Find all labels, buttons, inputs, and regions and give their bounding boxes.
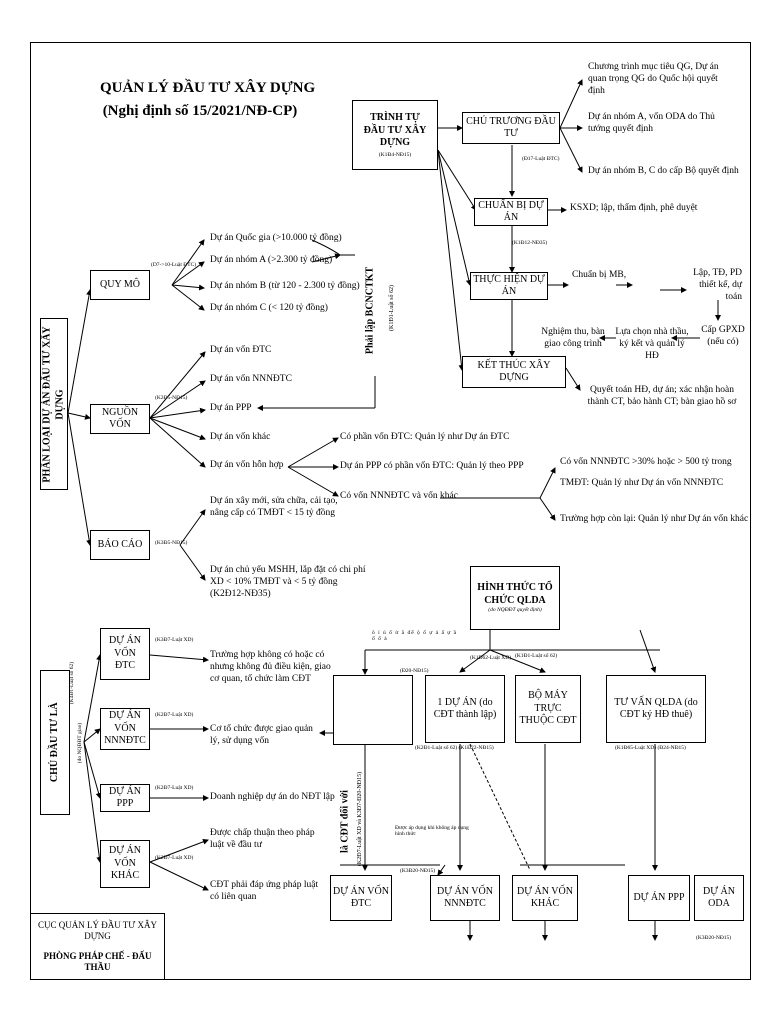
chu-truong-box: CHỦ TRƯƠNG ĐẦU TƯ — [462, 112, 560, 144]
cdt-row-ref: (K2Đ7-Luật XD) — [155, 712, 194, 718]
footer-box: CỤC QUẢN LÝ ĐẦU TƯ XÂY DỰNG PHÒNG PHÁP C… — [30, 913, 165, 980]
bao-cao-item2: Dự án chủ yếu MSHH, lắp đặt có chi phí X… — [210, 565, 366, 599]
hinh-thuc-ref3: (Đ20-NĐ15) — [400, 668, 429, 674]
cdt-row-text2: CĐT phải đáp ứng pháp luật có liên quan — [210, 880, 319, 902]
chu-dau-tu-label: CHỦ ĐẦU TƯ LÀ — [48, 702, 60, 783]
bcnctkt-label: Phải lập BCNCTKT — [364, 266, 376, 355]
trinh-tu-box: TRÌNH TỰ ĐẦU TƯ XÂY DỰNG (K1Đ4-NĐ15) — [352, 100, 438, 170]
chu-truong-item: Chương trình mục tiêu QG, Dự án quan trọ… — [588, 62, 719, 96]
hinh-thuc-ref2: (K1Đ1-Luật số 62) — [515, 653, 558, 659]
trinh-tu-ref: (K1Đ4-NĐ15) — [378, 151, 412, 158]
footer-line2: PHÒNG PHÁP CHẾ - ĐẤU THẦU — [43, 950, 152, 972]
hinh-thuc-box: HÌNH THỨC TỔ CHỨC QLDA (do NQĐĐT quyết đ… — [470, 566, 560, 630]
nguon-von-item: Dự án vốn hỗn hợp — [210, 460, 284, 470]
cdt-row-box: DỰ ÁN VỐN ĐTC — [100, 628, 150, 680]
diagram-frame — [30, 42, 751, 980]
quy-mo-box: QUY MÔ — [90, 270, 150, 300]
quy-mo-item: Dự án nhóm A (>2.300 tỷ đồng) — [210, 255, 333, 265]
cdt-row-box: DỰ ÁN VỐN NNNĐTC — [100, 708, 150, 750]
trinh-tu-label: TRÌNH TỰ ĐẦU TƯ XÂY DỰNG — [363, 112, 427, 149]
bao-cao-item1: Dự án xây mới, sửa chữa, cải tạo, nâng c… — [210, 496, 338, 518]
bao-cao-box: BÁO CÁO — [90, 530, 150, 560]
chuan-bi-note: KSXD; lập, thẩm định, phê duyệt — [570, 203, 698, 213]
title-line2: (Nghị định số 15/2021/NĐ-CP) — [102, 103, 298, 119]
chu-dau-tu-box: CHỦ ĐẦU TƯ LÀ — [40, 670, 70, 815]
cdt-doi-voi-label: là CĐT đối với — [339, 790, 351, 853]
quy-mo-item: Dự án nhóm B (từ 120 - 2.300 tỷ đồng) — [210, 281, 360, 291]
nguon-von-item: Dự án vốn khác — [210, 432, 271, 442]
cdt-row-text: Trường hợp không có hoặc có nhưng không … — [210, 650, 331, 684]
cap-gpxd: Cấp GPXD (nếu có) — [701, 325, 745, 347]
chu-truong-item: Dự án nhóm B, C do cấp Bộ quyết định — [588, 166, 739, 176]
ket-thuc-note: Quyết toán HĐ, dự án; xác nhận hoàn thàn… — [587, 385, 737, 407]
nghiem-thu: Nghiệm thu, bàn giao công trình — [541, 327, 605, 349]
quy-mo-item: Dự án nhóm C (< 120 tỷ đồng) — [210, 303, 328, 313]
nguon-von-item: Dự án vốn NNNĐTC — [210, 374, 292, 384]
bottom-box: DỰ ÁN VỐN NNNĐTC — [430, 875, 500, 921]
cdt-row-text: Doanh nghiệp dự án do NĐT lập — [210, 792, 335, 802]
classification-box: PHÂN LOẠI DỰ ÁN ĐẦU TƯ XÂY DỰNG — [40, 318, 68, 490]
ref-k3d20-b: (K3Đ20-NĐ15) — [696, 935, 732, 941]
chuan-bi-mb: Chuẩn bị MB, — [572, 270, 627, 280]
thuc-hien-box: THỰC HIỆN DỰ ÁN — [470, 272, 548, 300]
bcnctkt-ref: (K1Đ1-Luật số 62) — [389, 285, 395, 331]
ref-k3d20-a: (K3Đ20-NĐ15) — [400, 868, 436, 874]
footer-line1: CỤC QUẢN LÝ ĐẦU TƯ XÂY DỰNG — [37, 920, 158, 942]
cdt-row-text: Cơ tổ chức được giao quản lý, sử dụng vố… — [210, 724, 313, 746]
bottom-box: DỰ ÁN PPP — [628, 875, 690, 921]
cdt-row-ref: (K3Đ7-Luật XD) — [155, 637, 194, 643]
cdt-row-text1: Được chấp thuận theo pháp luật về đầu tư — [210, 828, 315, 850]
nnndtc-line1: Có vốn NNNĐTC >30% hoặc > 500 tỷ trong — [560, 457, 732, 467]
bottom-box: DỰ ÁN ODA — [694, 875, 744, 921]
cdt-row-ref: (K2Đ7-Luật XD) — [155, 785, 194, 791]
hinh-thuc-label: HÌNH THỨC TỔ CHỨC QLDA — [477, 582, 553, 606]
title-line1: QUẢN LÝ ĐẦU TƯ XÂY DỰNG — [100, 80, 316, 96]
bottom-box: DỰ ÁN VỐN ĐTC — [330, 875, 392, 921]
nguon-von-item: Dự án PPP — [210, 403, 252, 413]
qlda-box-2: BỘ MÁY TRỰC THUỘC CĐT — [515, 675, 581, 743]
hon-hop-item: Có vốn NNNĐTC và vốn khác — [340, 491, 458, 501]
cdt-doi-voi-box — [333, 675, 413, 745]
chu-truong-item: Dự án nhóm A, vốn ODA do Thủ tướng quyết… — [588, 112, 715, 134]
nnndtc-line3: Trường hợp còn lại: Quản lý như Dự án vố… — [560, 514, 749, 524]
chu-truong-ref: (Đ17-Luật ĐTC) — [522, 156, 560, 162]
chuan-bi-ref: (K1Đ12-NĐ35) — [512, 240, 548, 246]
quy-mo-item: Dự án Quốc gia (>10.000 tỷ đồng) — [210, 233, 342, 243]
nnndtc-line2: TMĐT: Quản lý như Dự án vốn NNNĐTC — [560, 478, 724, 488]
qlda-ref-3: (K1Đ65-Luật XD) (Đ24-NĐ15) — [615, 745, 686, 751]
chuan-bi-box: CHUẨN BỊ DỰ ÁN — [474, 198, 548, 226]
ket-thuc-box: KẾT THÚC XÂY DỰNG — [462, 356, 566, 388]
hon-hop-item: Dự án PPP có phần vốn ĐTC: Quản lý theo … — [340, 461, 524, 471]
cdt-row-ref: (K2Đ7-Luật XD) — [155, 855, 194, 861]
bottom-box: DỰ ÁN VỐN KHÁC — [512, 875, 578, 921]
bao-cao-ref: (K3Đ5-NĐ15) — [155, 540, 188, 546]
hinh-thuc-noise: ô í ú ố ử ắ để ộ ố ự ả ấ ự ầ ố ố ả — [372, 630, 458, 643]
hon-hop-item: Có phần vốn ĐTC: Quản lý như Dự án ĐTC — [340, 432, 510, 442]
cdt-row-box: DỰ ÁN PPP — [100, 784, 150, 812]
chu-dau-tu-ref: (K4Đ1-Luật số 62) — [69, 661, 75, 705]
chu-dau-tu-sub: (do NQĐĐT giao) — [77, 722, 83, 764]
cdt-row-box: DỰ ÁN VỐN KHÁC — [100, 840, 150, 888]
hinh-thuc-sub: (do NQĐĐT quyết định) — [488, 607, 542, 614]
qlda-box-1: 1 DỰ ÁN (do CĐT thành lập) — [425, 675, 505, 743]
lap-td: Lập, TĐ, PD thiết kế, dự toán — [693, 268, 742, 302]
quy-mo-ref: (D7->10-Luật ĐTC) — [151, 262, 197, 268]
nguon-von-ref: (K2Đ5-NĐ15) — [155, 395, 188, 401]
nguon-von-box: NGUỒN VỐN — [90, 404, 150, 434]
qlda-box-3: TƯ VẤN QLDA (do CĐT ký HĐ thuê) — [606, 675, 706, 743]
nguon-von-item: Dự án vốn ĐTC — [210, 345, 272, 355]
lua-chon: Lựa chọn nhà thầu, ký kết và quản lý HĐ — [615, 327, 689, 361]
classification-label: PHÂN LOẠI DỰ ÁN ĐẦU TƯ XÂY DỰNG — [41, 325, 66, 483]
qlda-ref-1: (K2Đ1-Luật số 62) (K1Đ22-NĐ15) — [415, 745, 494, 751]
cdt-doi-voi-ref: (K2Đ7-Luật XD và K3Đ7-Đ20-NĐ15) — [357, 771, 363, 867]
hinh-thuc-ref1: (K1Đ62-Luật XD) — [470, 655, 512, 661]
duoc-ap-dung: Được áp dụng khi không áp dụng hình thức — [395, 825, 469, 838]
